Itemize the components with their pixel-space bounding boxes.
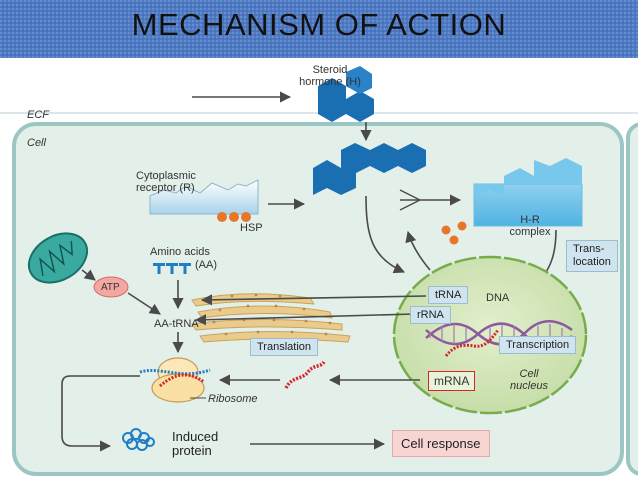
- aa-trna-label: AA-tRNA: [154, 318, 199, 330]
- induced-protein-label-line1: Induced: [172, 429, 219, 444]
- ecf-label: ECF: [27, 109, 49, 121]
- cytoplasmic-receptor-icon: [149, 179, 259, 215]
- trna-label: tRNA: [428, 286, 469, 304]
- dna-label: DNA: [486, 292, 510, 304]
- induced-protein-label-line2: protein: [172, 443, 212, 458]
- translocation-label: Trans- location: [566, 240, 618, 272]
- endoplasmic-reticulum-icon: [191, 293, 351, 343]
- mitochondrion-icon: [27, 232, 89, 284]
- steroid-hormone-label-line1: Steroid: [312, 64, 348, 76]
- trna-export-arrow: [200, 294, 427, 306]
- hr-complex-label-line2: complex: [509, 226, 551, 238]
- cell-label: Cell: [27, 137, 46, 149]
- intracellular-hormone-icon: [313, 143, 426, 195]
- cell-nucleus-label-line2: nucleus: [510, 380, 548, 392]
- transcription-label: Transcription: [499, 336, 577, 354]
- cell-response-label: Cell response: [392, 430, 490, 457]
- cell-nucleus-label: Cell nucleus: [508, 368, 550, 392]
- rrna-export-arrow: [194, 313, 415, 326]
- atp-to-aatrna-arrow: [127, 292, 161, 315]
- hr-complex-label: H-R complex: [502, 214, 558, 238]
- amino-acids-label: Amino acids: [150, 246, 210, 258]
- translation-label: Translation: [250, 338, 319, 356]
- hsp-label: HSP: [240, 222, 263, 234]
- steroid-hormone-icon: [318, 66, 374, 122]
- mrna-label: mRNA: [428, 371, 476, 391]
- translocation-label-line1: Trans-: [573, 243, 605, 255]
- cytoplasmic-receptor-label-line1: Cytoplasmic: [136, 170, 196, 182]
- hsp-icon: [217, 212, 251, 222]
- cytoplasmic-receptor-label-line2: receptor (R): [136, 182, 195, 194]
- nucleus-feedback-arrow: [405, 230, 431, 271]
- protein-synthesis-arrow: [61, 375, 140, 452]
- title-banner: [0, 0, 638, 58]
- translocation-label-line2: location: [573, 256, 611, 268]
- neighbor-cell-right: [626, 122, 638, 476]
- hr-complex-label-line1: H-R: [520, 214, 540, 226]
- nuclear-mrna-icon: [444, 329, 500, 357]
- amino-acids-abbrev-label: (AA): [195, 259, 217, 271]
- ribosome-icon: [139, 357, 211, 403]
- released-hsp-icon: [441, 221, 467, 245]
- induced-protein-label: Induced protein: [172, 430, 218, 458]
- cell-nucleus-label-line1: Cell: [519, 368, 539, 380]
- cytoplasmic-receptor-label: Cytoplasmic receptor (R): [136, 170, 196, 194]
- hr-complex-icon: [473, 158, 583, 227]
- mito-to-atp-arrow: [81, 269, 96, 281]
- steroid-hormone-label: Steroid hormone (H): [294, 64, 366, 88]
- rrna-label: rRNA: [410, 306, 451, 324]
- atp-badge: [93, 276, 129, 298]
- atp-label: ATP: [101, 282, 120, 293]
- page-title: MECHANISM OF ACTION: [131, 7, 507, 42]
- steroid-hormone-label-line2: hormone (H): [299, 76, 361, 88]
- amino-acids-icon: [153, 263, 191, 274]
- ribosome-label: Ribosome: [208, 393, 258, 405]
- induced-protein-icon: [122, 428, 155, 451]
- hormone-to-nucleus-arrow: [365, 195, 406, 274]
